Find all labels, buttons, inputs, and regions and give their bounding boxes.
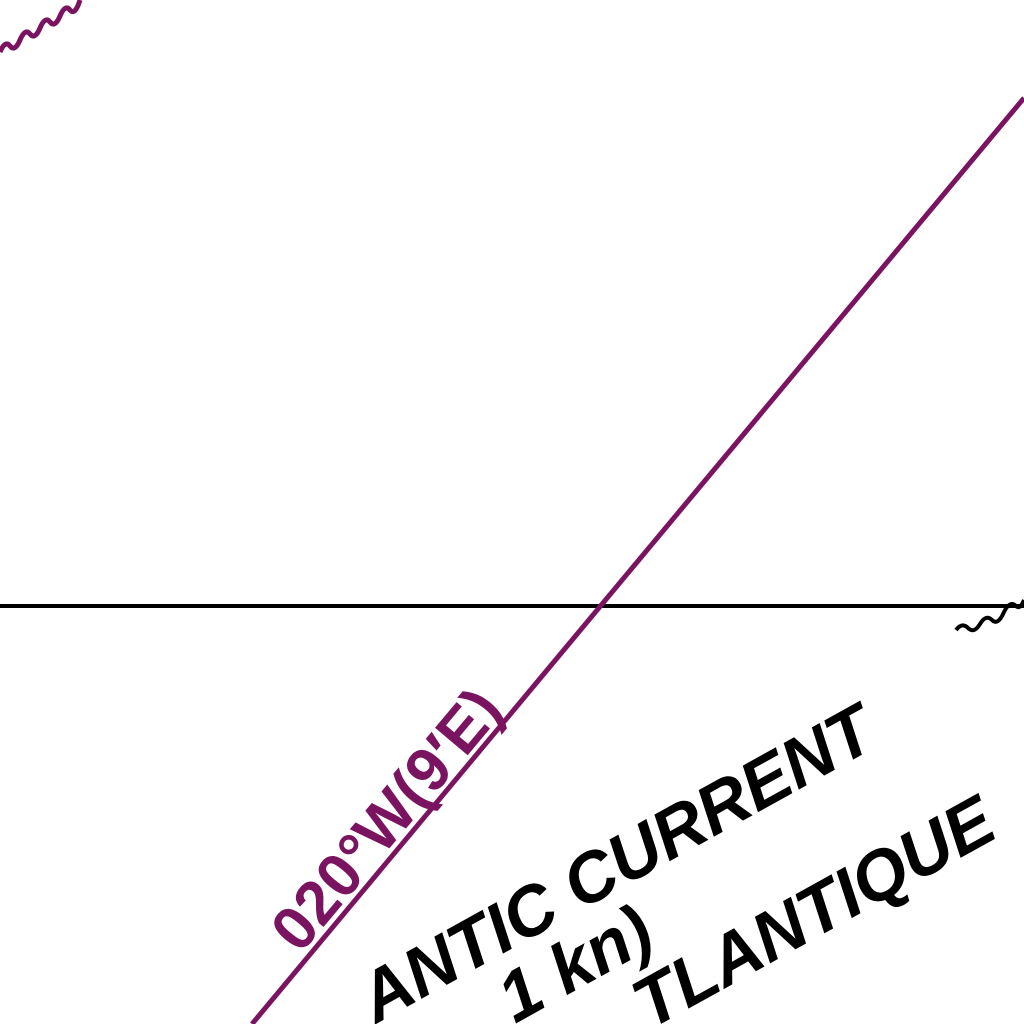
wavy-boundary-top-left xyxy=(0,0,83,54)
bearing-line xyxy=(250,96,1024,1024)
wavy-mark-right xyxy=(954,599,1024,633)
